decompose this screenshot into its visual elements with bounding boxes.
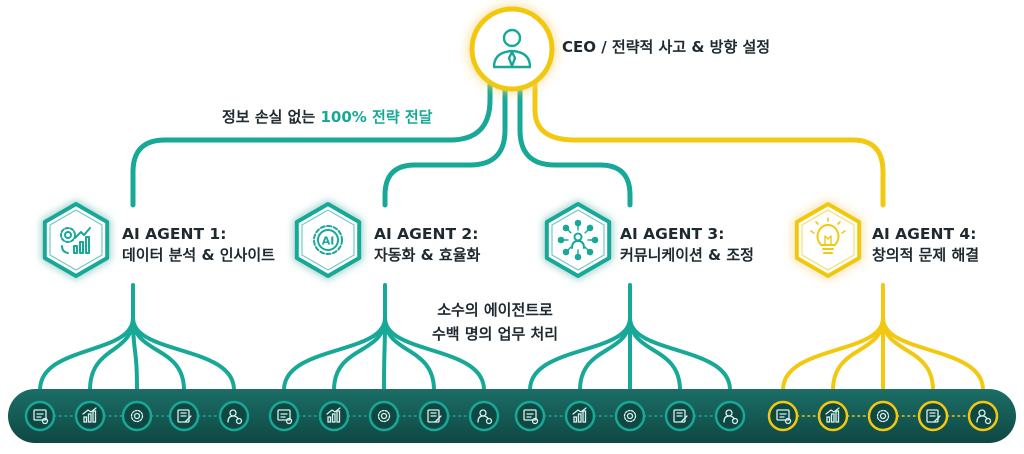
connector-agent-3 xyxy=(517,77,633,208)
task-bar xyxy=(8,389,1016,443)
task-node-3-2 xyxy=(564,400,596,432)
agent-2-subtitle: 자동화 & 효율화 xyxy=(374,246,481,265)
agent-1-hexagon xyxy=(42,202,110,278)
chart-icon xyxy=(326,407,341,423)
settings-gear-icon xyxy=(623,409,637,423)
agent-1-label: AI AGENT 1: 데이터 분석 & 인사이트 xyxy=(122,223,275,267)
chart-icon xyxy=(82,407,97,423)
document-edit-icon xyxy=(926,409,941,423)
ceo-label: CEO / 전략적 사고 & 방향 설정 xyxy=(562,38,771,56)
agent-1-branch-2 xyxy=(88,316,135,392)
data-analysis-gear-chart-icon xyxy=(60,227,91,254)
agent-3-branch-2 xyxy=(578,316,632,392)
ceo-connectors xyxy=(130,77,886,208)
middle-label-line2: 수백 명의 업무 처리 xyxy=(432,325,559,343)
transfer-label-highlight: 100% 전략 전달 xyxy=(320,108,433,126)
task-node-4-2 xyxy=(817,400,849,432)
document-edit-icon xyxy=(673,409,688,423)
settings-gear-icon xyxy=(130,409,144,423)
chart-icon xyxy=(572,407,587,423)
network-people-icon xyxy=(557,219,599,261)
agent-4-title: AI AGENT 4: xyxy=(872,225,977,243)
agent-1-branch-5 xyxy=(131,316,236,392)
agent-3-branch-4 xyxy=(628,316,682,392)
settings-gear-icon xyxy=(377,409,391,423)
task-node-4-4 xyxy=(917,400,949,432)
agent-2-branch-1 xyxy=(282,316,387,392)
agent-3-title: AI AGENT 3: xyxy=(620,225,725,243)
ceo-node xyxy=(469,6,555,92)
ceo-person-icon xyxy=(492,28,532,69)
agent-4-branch-4 xyxy=(881,316,935,392)
agent-3-subtitle: 커뮤니케이션 & 조정 xyxy=(620,246,754,265)
task-node-1-1 xyxy=(24,400,56,432)
agent-4-label: AI AGENT 4: 창의적 문제 해결 xyxy=(872,223,979,267)
agent-4-hexagon xyxy=(794,202,862,278)
middle-label-line1: 소수의 에이전트로 xyxy=(437,301,553,319)
ai-icon-glyph: AI xyxy=(322,235,335,248)
transfer-label: 정보 손실 없는 100% 전략 전달 xyxy=(222,108,432,127)
team-gear-icon xyxy=(227,409,243,425)
agent-1-title: AI AGENT 1: xyxy=(122,225,227,243)
agent-4-branch-2 xyxy=(831,316,885,392)
agent-2-hexagon: AI xyxy=(294,202,362,278)
report-icon xyxy=(523,409,539,425)
connector-agent-2 xyxy=(382,77,508,208)
agent-3-hexagon xyxy=(544,202,612,278)
task-node-4-3 xyxy=(867,400,899,432)
task-node-2-5 xyxy=(468,400,500,432)
task-node-1-3 xyxy=(121,400,153,432)
agent-2-branch-4 xyxy=(383,316,436,392)
task-node-2-1 xyxy=(268,400,300,432)
task-node-3-4 xyxy=(664,400,696,432)
lightbulb-icon xyxy=(810,217,846,254)
agent-4-branch-5 xyxy=(881,316,985,392)
team-gear-icon xyxy=(477,409,493,425)
team-gear-icon xyxy=(976,409,992,425)
task-node-1-4 xyxy=(168,400,200,432)
agent-3-branch-5 xyxy=(628,316,732,392)
middle-label: 소수의 에이전트로 수백 명의 업무 처리 xyxy=(432,298,558,346)
connector-agent-1 xyxy=(130,77,493,208)
report-icon xyxy=(33,409,49,425)
task-connectors xyxy=(38,283,985,392)
agent-hexagons: AI xyxy=(42,202,862,278)
agent-1-branch-1 xyxy=(38,316,135,392)
ai-gear-icon: AI xyxy=(313,225,343,255)
settings-gear-icon xyxy=(876,409,890,423)
report-icon xyxy=(277,409,293,425)
transfer-label-prefix: 정보 손실 없는 xyxy=(222,108,316,126)
task-node-2-4 xyxy=(418,400,450,432)
task-node-1-2 xyxy=(74,400,106,432)
agent-1-subtitle: 데이터 분석 & 인사이트 xyxy=(122,246,275,265)
task-nodes xyxy=(24,400,999,432)
task-node-2-2 xyxy=(318,400,350,432)
document-edit-icon xyxy=(427,409,442,423)
task-node-4-1 xyxy=(767,400,799,432)
document-edit-icon xyxy=(177,409,192,423)
task-node-4-5 xyxy=(967,400,999,432)
agent-4-branch-1 xyxy=(781,316,885,392)
agent-3-label: AI AGENT 3: 커뮤니케이션 & 조정 xyxy=(620,223,754,267)
task-node-1-5 xyxy=(218,400,250,432)
agent-4-subtitle: 창의적 문제 해결 xyxy=(872,246,980,265)
agent-2-branch-2 xyxy=(332,316,387,392)
agent-2-label: AI AGENT 2: 자동화 & 효율화 xyxy=(374,223,480,267)
agent-2-branch-5 xyxy=(383,316,486,392)
task-node-3-3 xyxy=(614,400,646,432)
task-node-2-3 xyxy=(368,400,400,432)
agent-3-branch-1 xyxy=(528,316,632,392)
team-gear-icon xyxy=(723,409,739,425)
task-node-3-5 xyxy=(714,400,746,432)
report-icon xyxy=(776,409,792,425)
chart-icon xyxy=(825,407,840,423)
task-node-3-1 xyxy=(514,400,546,432)
agent-1-branch-4 xyxy=(131,316,186,392)
agent-2-title: AI AGENT 2: xyxy=(374,225,479,243)
connector-agent-4 xyxy=(532,77,886,208)
